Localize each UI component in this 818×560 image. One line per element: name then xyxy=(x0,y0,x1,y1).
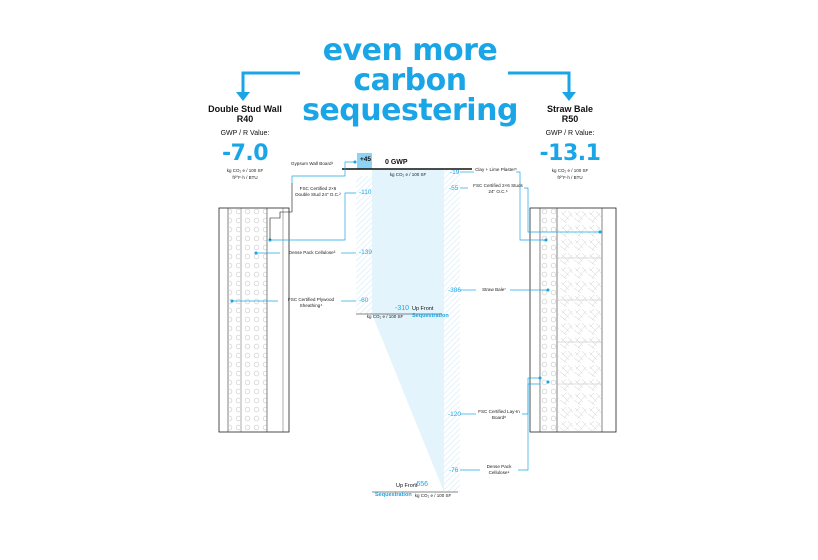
right-total-unit: kg CO₂ e / 100 SF xyxy=(414,493,452,498)
zero-gwp-unit: kg CO₂ e / 100 SF xyxy=(389,172,427,177)
left-gwp-value: -7.0 xyxy=(221,141,269,166)
left-wall-title: Double Stud Wall R40 xyxy=(208,104,282,124)
right-wall-title: Straw Bale R50 xyxy=(546,104,594,124)
right-label-studs: FSC Certified 2×6 Studs 24" O.C.⁶ xyxy=(473,183,523,194)
left-leader-lines xyxy=(230,160,357,303)
headline-arrow-left xyxy=(236,71,300,101)
right-value-studs: -55 xyxy=(449,185,459,192)
right-total-label-2: Sequestration xyxy=(375,492,412,498)
right-gwp-unit-2: ft²°F·h / BTU xyxy=(557,175,583,180)
left-value-gypsum: +45 xyxy=(360,156,372,163)
left-label-cellulose: Dense Pack Cellulose³ xyxy=(288,250,336,255)
left-gwp-label: GWP / R Value: xyxy=(220,130,270,137)
left-label-stud: FSC Certified 2×6 Double Stud 24" O.C.² xyxy=(295,186,341,197)
headline-arrow-right xyxy=(508,71,576,101)
headline-line-1: even more xyxy=(322,33,498,68)
left-value-cellulose: -139 xyxy=(359,249,373,256)
gypsum-leader xyxy=(269,183,293,240)
right-value-cellulose: -76 xyxy=(449,467,459,474)
headline-line-2: carbon xyxy=(353,63,467,98)
right-label-straw: Straw Bale⁷ xyxy=(482,287,506,292)
left-gwp-unit-1: kg CO₂ e / 100 SF xyxy=(226,168,264,173)
left-value-stud: -110 xyxy=(359,189,372,196)
sequestration-funnel xyxy=(342,153,472,493)
right-value-layin: -120 xyxy=(448,411,462,418)
left-label-gypsum: Gypsum Wall Board¹ xyxy=(290,161,334,166)
left-total-label: Up Front Sequestration xyxy=(412,306,449,319)
left-total-value: -310 xyxy=(395,305,410,312)
left-gwp-unit-2: ft²°F·h / BTU xyxy=(232,175,258,180)
left-value-sheathing: -60 xyxy=(359,297,369,304)
double-stud-wall-section xyxy=(218,207,290,433)
straw-bale-wall-section xyxy=(529,207,617,433)
headline: even more carbon sequestering xyxy=(290,36,530,126)
right-value-straw: -386 xyxy=(448,287,462,294)
right-gwp-unit-1: kg CO₂ e / 100 SF xyxy=(551,168,589,173)
right-gwp-value: -13.1 xyxy=(539,141,601,166)
headline-line-3: sequestering xyxy=(302,93,518,128)
right-leader-lines xyxy=(460,171,602,471)
right-label-plaster: Clay + Lime Plaster⁵ xyxy=(475,167,517,172)
left-label-sheathing: FSC Certified Plywood Sheathing⁴ xyxy=(287,297,335,308)
left-total-unit: kg CO₂ e / 100 SF xyxy=(366,314,404,319)
right-label-layin: FSC Certified Lay-In Board⁸ xyxy=(478,409,520,420)
right-total-label-1: Up Front xyxy=(396,483,418,489)
zero-gwp-label: 0 GWP xyxy=(385,159,408,166)
right-total-value: -656 xyxy=(414,481,429,488)
right-gwp-label: GWP / R Value: xyxy=(545,130,595,137)
right-label-cellulose: Dense Pack Cellulose⁹ xyxy=(486,464,512,475)
right-value-plaster: -19 xyxy=(450,169,460,176)
